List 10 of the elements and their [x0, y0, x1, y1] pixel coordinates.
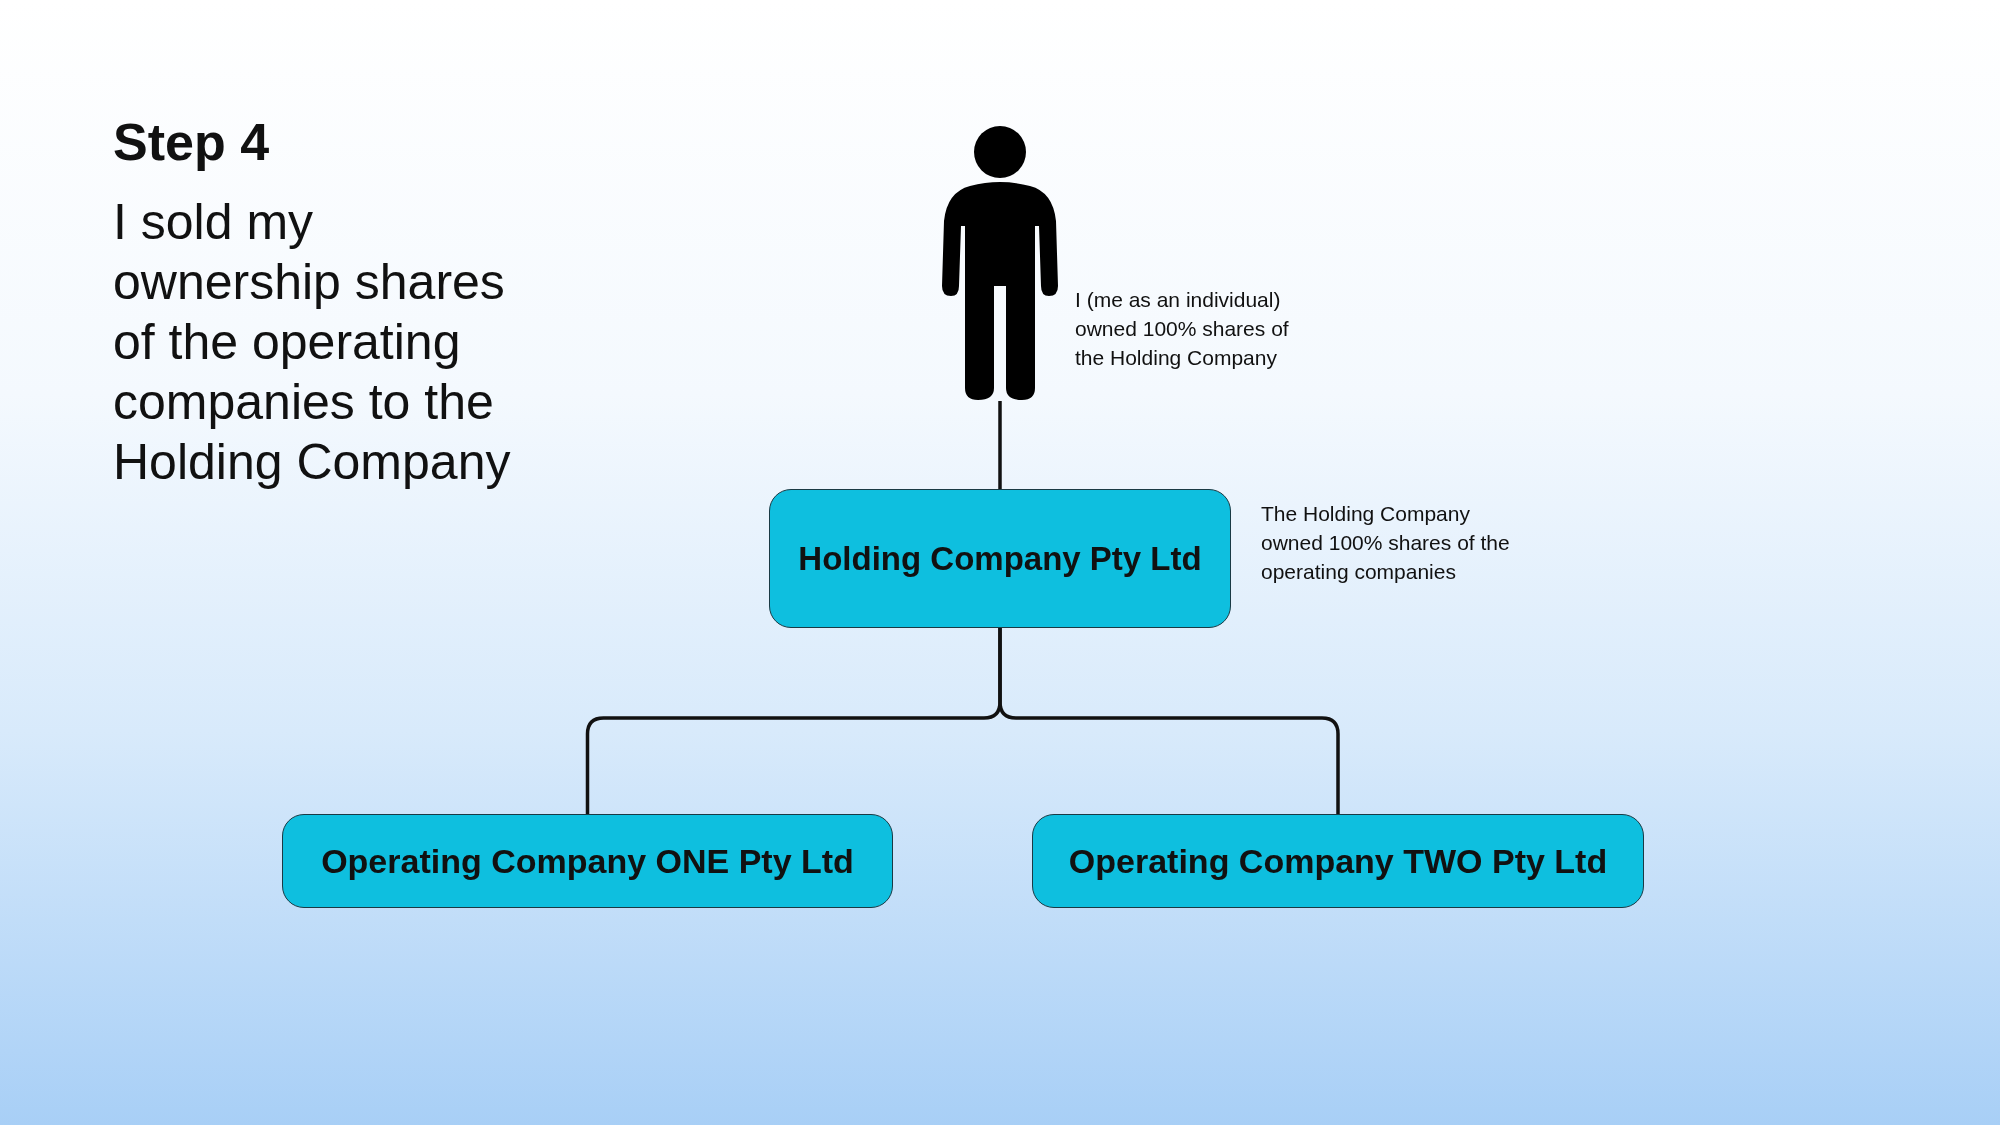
company-box: Operating Company TWO Pty Ltd — [1032, 814, 1644, 908]
ownership-note: I (me as an individual) owned 100% shares of the Holding Company — [1075, 287, 1290, 371]
description-text: I sold my ownership shares of the operating companies to the Holding Company — [113, 193, 512, 492]
company-box: Operating Company ONE Pty Ltd — [282, 814, 893, 908]
ownership-note: The Holding Company owned 100% shares of the operating companies — [1261, 501, 1511, 585]
company-box: Holding Company Pty Ltd — [769, 489, 1231, 628]
step-title: Step 4 — [113, 112, 270, 172]
connector-line — [998, 628, 1340, 814]
person-figure — [940, 126, 1060, 401]
connector-line — [998, 401, 1002, 489]
